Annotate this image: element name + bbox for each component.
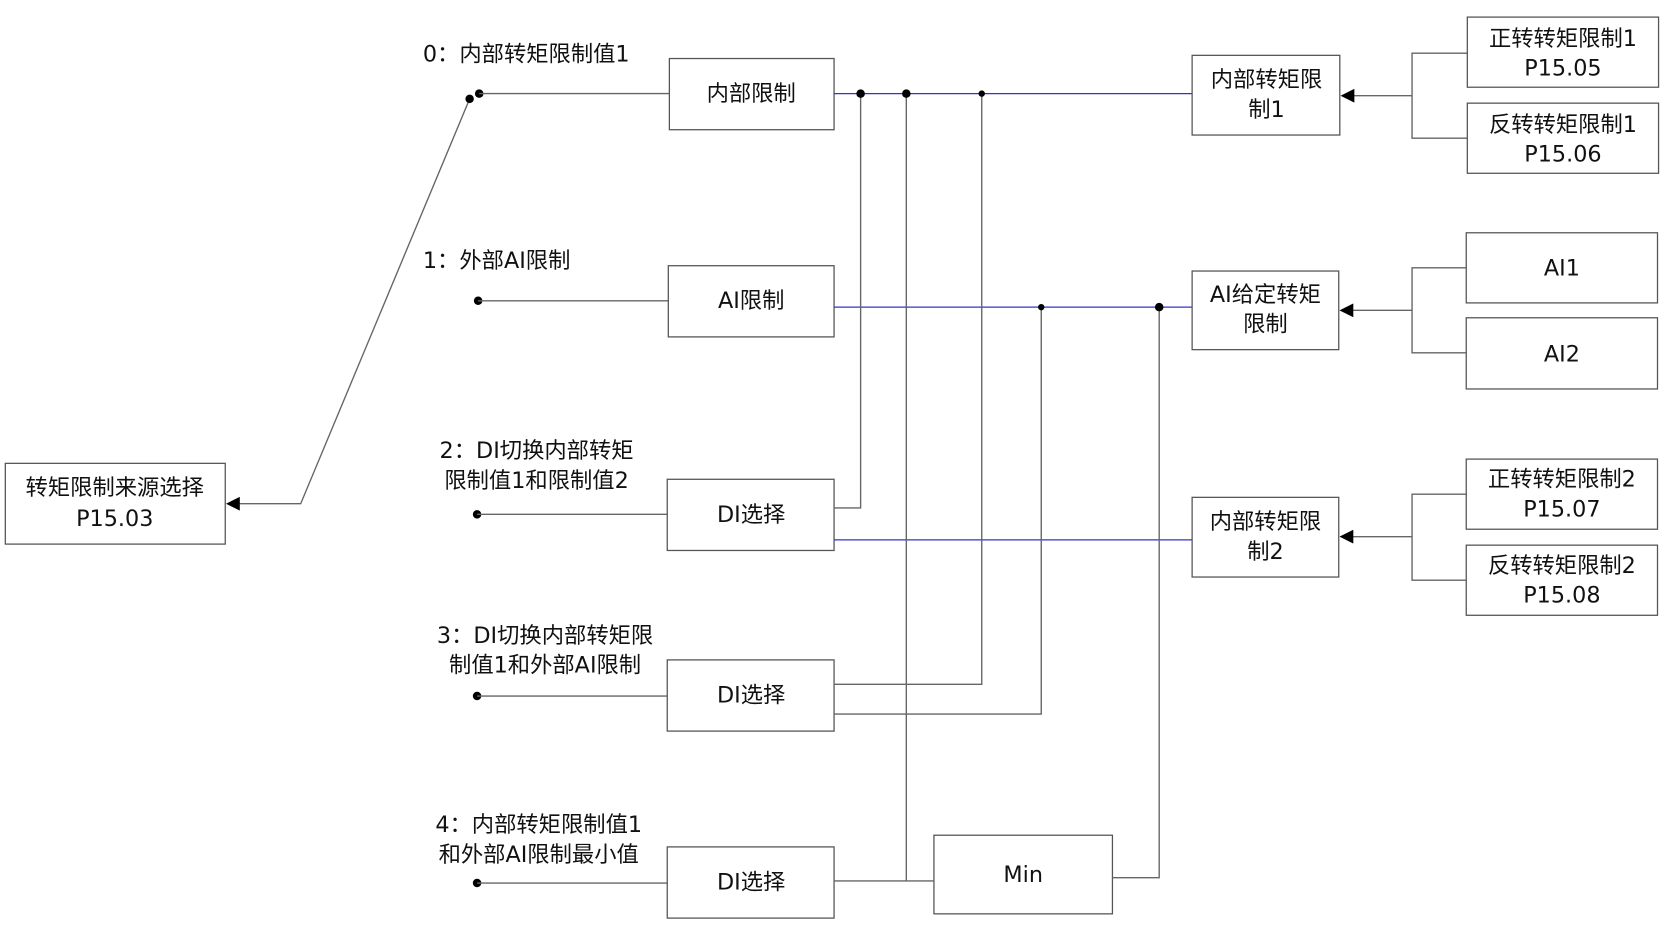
option-label: 和外部AI限制最小值 (439, 842, 639, 868)
source-select-box: 转矩限制来源选择 P15.03 (4, 462, 226, 545)
limit-block-ai: AI给定转矩 限制 AI1 AI2 (1191, 232, 1659, 390)
input-label: 正转转矩限制1 (1489, 26, 1637, 52)
input-label: AI2 (1544, 341, 1580, 367)
input-label: 反转转矩限制2 (1488, 553, 1636, 579)
limit-label: 限制 (1243, 312, 1288, 338)
limit-block-internal-1: 内部转矩限 制1 正转转矩限制1 P15.05 反转转矩限制1 P15.06 (1191, 16, 1660, 174)
option-1: 1：外部AI限制 AI限制 (423, 248, 835, 338)
option-label: 4：内部转矩限制值1 (435, 812, 642, 838)
option-2: 2：DI切换内部转矩 限制值1和限制值2 DI选择 (440, 438, 835, 552)
limit-label: 内部转矩限 (1210, 509, 1322, 535)
source-label: 转矩限制来源选择 (26, 475, 204, 501)
option-label: 1：外部AI限制 (423, 248, 571, 274)
limit-block-internal-2: 内部转矩限 制2 正转转矩限制2 P15.07 反转转矩限制2 P15.08 (1191, 458, 1659, 616)
switch-arm (225, 98, 471, 511)
option-block: DI选择 (717, 682, 785, 708)
input-param: P15.05 (1524, 56, 1601, 82)
limit-label: 内部转矩限 (1211, 67, 1323, 93)
limit-label: AI给定转矩 (1210, 282, 1321, 308)
option-block: DI选择 (717, 869, 785, 895)
source-param: P15.03 (76, 506, 153, 532)
input-label: AI1 (1544, 255, 1580, 281)
option-3: 3：DI切换内部转矩限 制值1和外部AI限制 DI选择 (437, 623, 835, 732)
option-block: DI选择 (717, 502, 785, 528)
input-label: 正转转矩限制2 (1488, 467, 1636, 493)
limit-label: 制2 (1247, 539, 1283, 565)
limit-label: 制1 (1248, 97, 1284, 123)
input-param: P15.06 (1524, 142, 1601, 168)
option-0: 0：内部转矩限制值1 内部限制 (423, 42, 835, 131)
signal-lines (834, 89, 1193, 882)
min-block: Min (933, 834, 1114, 915)
option-label: 限制值1和限制值2 (444, 468, 628, 494)
option-label: 2：DI切换内部转矩 (440, 438, 634, 464)
option-label: 3：DI切换内部转矩限 (437, 623, 653, 649)
option-block: 内部限制 (707, 81, 796, 107)
input-param: P15.08 (1523, 583, 1600, 609)
option-label: 制值1和外部AI限制 (449, 653, 641, 679)
switch-pivot-dot (465, 94, 474, 104)
option-block: AI限制 (718, 288, 784, 314)
min-label: Min (1003, 862, 1043, 888)
option-label: 0：内部转矩限制值1 (423, 42, 630, 68)
input-param: P15.07 (1523, 496, 1600, 522)
input-label: 反转转矩限制1 (1489, 112, 1637, 138)
option-4: 4：内部转矩限制值1 和外部AI限制最小值 DI选择 (435, 812, 835, 919)
